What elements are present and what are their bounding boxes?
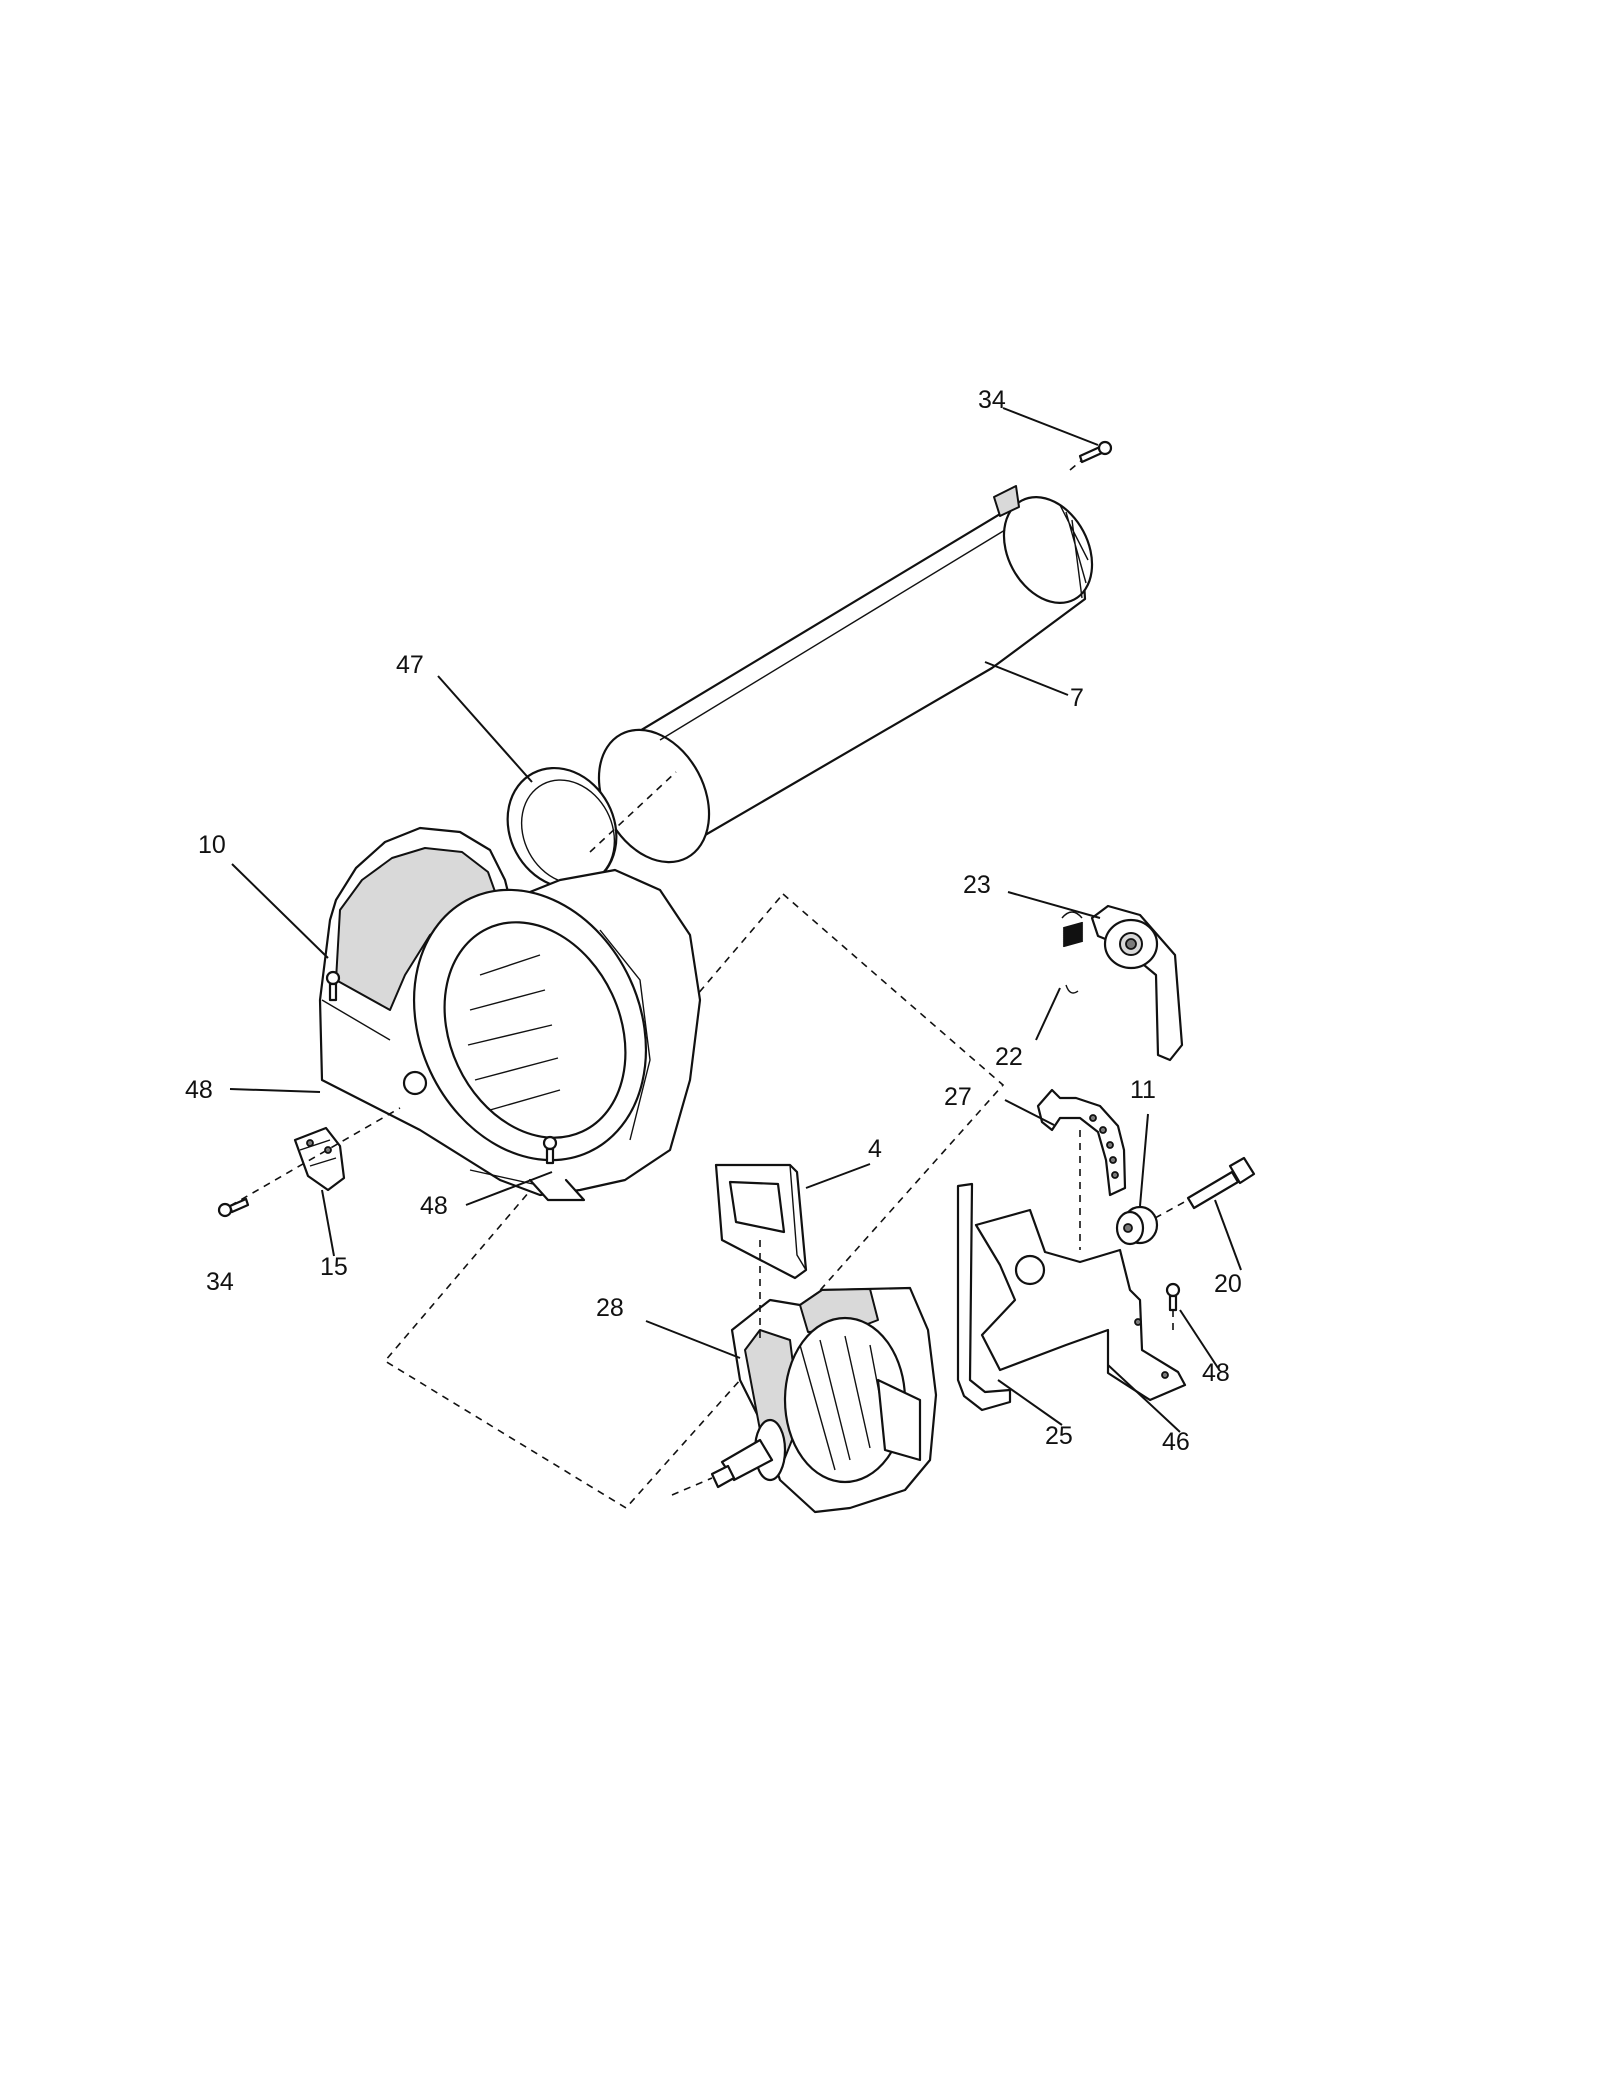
callout-15: 15 — [320, 1253, 348, 1281]
assembly-outline — [383, 892, 1005, 1510]
screw-34-bottom — [217, 1197, 250, 1218]
callout-25: 25 — [1045, 1422, 1073, 1450]
callout-48-left: 48 — [185, 1076, 213, 1104]
callout-48-mid: 48 — [420, 1192, 448, 1220]
callout-22: 22 — [995, 1043, 1023, 1071]
screw-48-left — [325, 970, 341, 1002]
part-7-drum-tube — [597, 485, 1094, 864]
callout-7: 7 — [1070, 684, 1084, 712]
callout-46: 46 — [1162, 1428, 1190, 1456]
part-10-blower-housing — [318, 826, 702, 1202]
callout-34-bottom: 34 — [206, 1268, 234, 1296]
alignment-line-bolt — [1154, 1199, 1189, 1219]
part-11-roller — [1115, 1205, 1159, 1246]
callout-48-right: 48 — [1202, 1359, 1230, 1387]
part-23-idler-arm — [1090, 904, 1184, 1062]
alignment-line-top-screw — [1069, 459, 1083, 471]
part-15-thermostat — [293, 1126, 346, 1192]
callout-34-top: 34 — [978, 386, 1006, 414]
callout-11: 11 — [1130, 1076, 1156, 1104]
part-25-hose — [956, 1182, 1012, 1412]
callout-23: 23 — [963, 871, 991, 899]
part-47-ring-seal — [506, 766, 618, 890]
callout-20: 20 — [1214, 1270, 1242, 1298]
callout-10: 10 — [198, 831, 226, 859]
callout-4: 4 — [868, 1135, 882, 1163]
part-4-filter-frame — [714, 1163, 808, 1280]
part-28-blower-motor — [710, 1286, 938, 1514]
leader-lines — [229, 407, 1242, 1433]
screw-48-mid — [542, 1135, 558, 1165]
alignment-line-thermostat — [229, 1107, 401, 1207]
alignment-line-duct — [589, 771, 677, 853]
part-22-spring — [1061, 911, 1084, 994]
part-46-base-plate — [974, 1208, 1187, 1402]
callout-28: 28 — [596, 1294, 624, 1322]
callout-47: 47 — [396, 651, 424, 679]
alignment-line-motor-shaft — [671, 1477, 713, 1496]
part-20-bolt — [1186, 1156, 1256, 1210]
part-27-mount-bracket — [1036, 1088, 1127, 1197]
callout-27: 27 — [944, 1083, 972, 1111]
screw-48-right — [1165, 1282, 1181, 1312]
